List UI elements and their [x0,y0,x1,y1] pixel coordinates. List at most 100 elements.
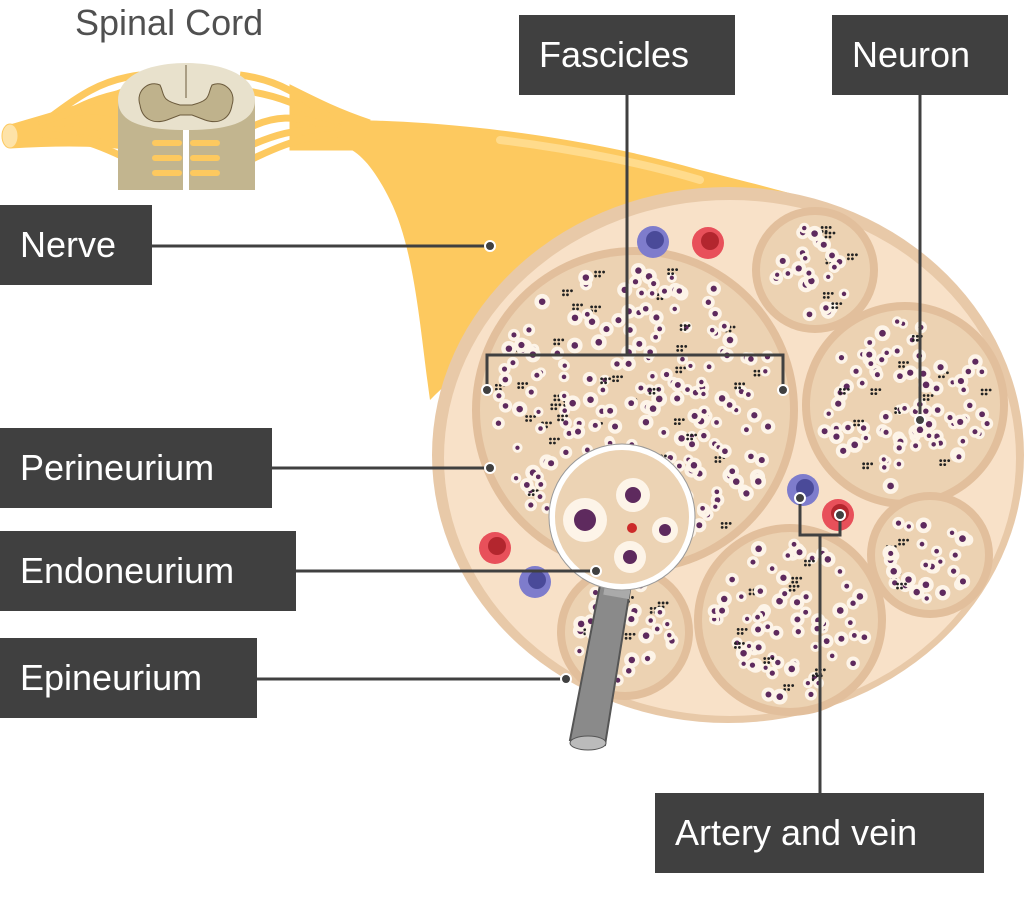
fascicle-detail [562,289,565,293]
fascicle-detail [831,264,837,270]
fascicle-detail [553,342,557,346]
fascicle-detail [562,293,565,297]
fascicle-detail [979,369,985,375]
fascicle-detail [714,420,719,425]
fascicle-detail [748,453,754,460]
fascicle-detail [676,344,680,348]
fascicle-detail [838,391,842,395]
fascicle-detail [535,474,541,480]
fascicle-detail [674,381,681,388]
fascicle-detail [898,538,901,542]
fascicle-detail [714,456,718,459]
fascicle-detail [900,582,903,586]
fascicle-detail [783,684,787,687]
fascicle-detail [874,372,880,378]
fascicle-detail [787,688,791,691]
fascicle-detail [721,595,728,603]
fascicle-detail [857,419,861,423]
fascicle-detail [671,268,675,272]
fascicle-detail [851,633,857,638]
fascicle-detail [862,466,866,470]
fascicle-detail [842,387,846,391]
fascicle-detail [775,659,781,666]
fascicle-detail [814,668,818,672]
fascicle-detail [652,387,656,391]
fascicle-detail [651,280,657,287]
fascicle-detail [771,657,775,660]
fascicle-detail [561,414,564,418]
fascicle-detail [856,593,864,600]
fascicle-detail [729,576,735,583]
fascicle-detail [922,394,926,397]
fascicle-detail [710,285,717,292]
fascicle-detail [913,588,920,596]
fascicle-detail [742,382,746,386]
fascicle-detail [734,646,737,649]
fascicle-detail [922,581,930,589]
fascicle-detail [518,341,525,349]
fascicle-detail [683,324,687,327]
fascicle-detail [791,541,797,547]
fascicle-detail [648,387,652,391]
fascicle-detail [926,398,930,401]
fascicle-detail [947,415,953,421]
fascicle-detail [763,665,768,670]
label-epineurium: Epineurium [0,638,257,718]
fascicle-detail [838,635,845,642]
fascicle-detail [846,387,850,391]
fascicle-detail [820,226,824,229]
fascicle-detail [577,648,582,654]
fascicle-detail [942,375,945,379]
fascicle-detail [657,326,663,332]
fascicle-detail [548,460,555,467]
fascicle-detail [696,522,703,529]
fascicle-detail [740,649,747,657]
fascicle-detail [661,601,665,605]
fascicle-detail [950,568,957,574]
fascicle-detail [804,563,807,567]
fascicle-detail [734,386,738,390]
fascicle-detail [824,235,828,239]
fascicle-detail [572,303,575,307]
fascicle-detail [835,306,839,310]
fascicle-detail [600,377,603,381]
fascicle-detail [653,314,660,321]
fascicle-detail [545,421,548,425]
fascicle-detail [866,462,870,466]
fascicle-detail [814,672,818,676]
fascicle-detail [575,428,582,435]
fascicle-detail [739,594,744,599]
fascicle-detail [510,360,516,366]
fascicle-detail [866,466,870,470]
fascicle-detail [906,361,909,364]
fascicle-detail [528,502,534,508]
fascicle-detail [920,370,927,377]
fascicle-detail [980,392,984,396]
fascicle-detail [828,235,832,239]
fascicle-detail [861,419,865,423]
fascicle-detail [607,407,614,414]
fascicle-detail [529,419,533,422]
fascicle-detail [984,392,988,396]
fascicle-detail [714,489,720,495]
fascicle-detail [824,556,832,563]
leader-lines [152,95,922,793]
fascicle-detail [949,530,955,536]
fascicle-detail [706,364,712,370]
fascicle-detail [586,375,593,382]
fascicle-detail [494,387,498,391]
fascicle-detail [649,607,653,610]
fascicle-detail [757,373,761,377]
fascicle-detail [943,463,947,467]
fascicle-detail [570,289,573,293]
fascicle-detail [718,460,722,463]
fascicle-detail [905,576,912,583]
fascicle-detail [528,389,534,395]
fascicle-detail [661,430,667,435]
fascicle-detail [592,590,599,596]
fascicle-detail [549,421,552,425]
fascicle-detail [753,373,757,377]
fascicle-detail [744,616,750,621]
fascicle-detail [957,378,965,385]
fascicle-detail [742,642,745,645]
